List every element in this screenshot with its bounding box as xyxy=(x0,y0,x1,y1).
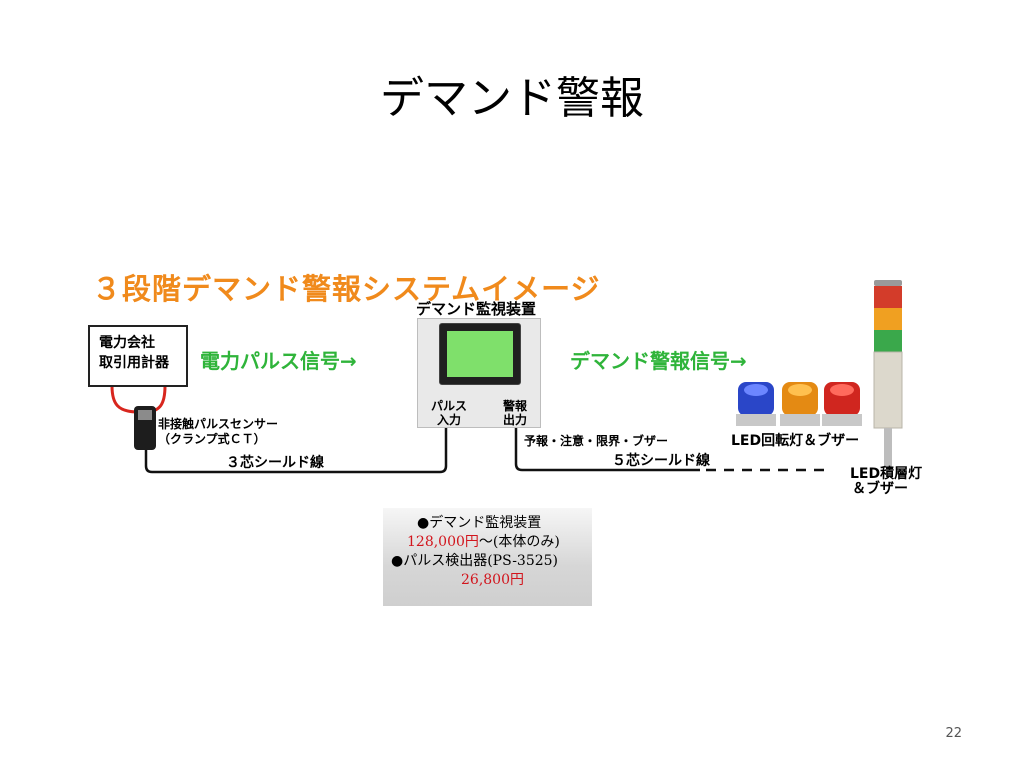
meter-line-1: 電力会社 xyxy=(99,335,155,351)
price-box: ●デマンド監視装置 128,000円～(本体のみ) ●パルス検出器(PS-352… xyxy=(383,508,592,606)
electric-meter-box: 電力会社 取引用計器 xyxy=(88,325,188,387)
red-rotating-light-icon xyxy=(822,382,862,426)
price-monitor-suffix: ～(本体のみ) xyxy=(478,534,560,550)
stack-light-label-line-1: LED積層灯 xyxy=(850,466,923,482)
three-core-cable-label: ３芯シールド線 xyxy=(226,455,324,471)
rotating-light-label: LED回転灯＆ブザー xyxy=(731,433,860,449)
demand-alarm-signal-label: デマンド警報信号→ xyxy=(570,349,747,373)
demand-monitor-device: パルス 入力 警報 出力 xyxy=(417,318,541,428)
five-core-cable-label: ５芯シールド線 xyxy=(612,453,710,469)
page-number: 22 xyxy=(945,726,962,741)
diagram-title: ３段階デマンド警報システムイメージ xyxy=(92,272,601,306)
output-kinds-label: 予報・注意・限界・ブザー xyxy=(524,434,669,448)
power-pulse-signal-label: 電力パルス信号→ xyxy=(200,349,357,373)
device-screen xyxy=(439,323,521,385)
price-pulse-detector: 26,800円 xyxy=(461,572,524,588)
sensor-label-line-2: （クランプ式ＣＴ） xyxy=(158,432,266,446)
stack-light-label-line-2: ＆ブザー xyxy=(852,481,908,497)
price-item-monitor: ●デマンド監視装置 xyxy=(417,515,542,531)
blue-rotating-light-icon xyxy=(736,382,776,426)
monitor-device-label: デマンド監視装置 xyxy=(416,300,537,318)
stack-light-icon xyxy=(873,280,903,468)
lcd-display xyxy=(447,331,513,377)
price-item-pulse-detector: ●パルス検出器(PS-3525) xyxy=(391,553,559,569)
price-row-monitor: 128,000円～(本体のみ) xyxy=(383,533,592,552)
amber-rotating-light-icon xyxy=(780,382,820,426)
slide-title: デマンド警報 xyxy=(380,73,644,124)
price-monitor: 128,000円 xyxy=(407,534,479,550)
alarm-output-port-label: 警報 出力 xyxy=(502,399,527,427)
sensor-label-line-1: 非接触パルスセンサー xyxy=(158,417,279,431)
meter-line-2: 取引用計器 xyxy=(99,355,169,371)
pulse-input-port-label: パルス 入力 xyxy=(430,399,467,427)
